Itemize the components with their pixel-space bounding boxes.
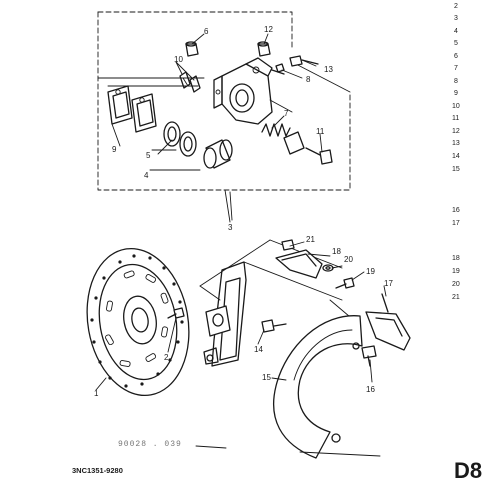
- boot-cap: [257, 41, 271, 57]
- ref-number: 17: [452, 220, 460, 227]
- leader-lines: [95, 33, 387, 391]
- sleeve: [283, 131, 305, 155]
- pad-clips: [179, 71, 201, 93]
- piston: [149, 139, 233, 171]
- callout-2: 2: [164, 353, 169, 362]
- ref-number: 11: [452, 115, 459, 122]
- callout-20: 20: [344, 255, 353, 264]
- callout-12: 12: [264, 25, 273, 34]
- disc-cover: [272, 315, 363, 459]
- reference-number-column: 2 3 4 5 6 7 8 9 10 11 12 13 14 15 16 17 …: [452, 3, 460, 301]
- cover-bracket: [365, 293, 411, 351]
- ref-number: 10: [452, 103, 460, 110]
- callout-8: 8: [306, 75, 311, 84]
- disc-cutouts: [105, 270, 169, 367]
- ref-number: 13: [452, 140, 460, 147]
- spring: [261, 123, 291, 137]
- ref-number: 7: [454, 65, 458, 72]
- callout-21: 21: [306, 235, 315, 244]
- callout-4: 4: [144, 171, 149, 180]
- ref-number: 21: [452, 294, 460, 301]
- callout-6: 6: [204, 27, 209, 36]
- fork-leg: [203, 261, 247, 367]
- bleed-screw: [271, 63, 285, 75]
- washer-20: [322, 264, 334, 272]
- ref-number: 18: [452, 255, 460, 262]
- ref-number: 9: [454, 90, 458, 97]
- ref-number: 15: [452, 166, 460, 173]
- callout-9: 9: [112, 145, 117, 154]
- callout-11: 11: [316, 127, 325, 136]
- part-code: 3NC1351-9280: [72, 466, 123, 475]
- cover-bolt: [361, 345, 377, 367]
- callout-15: 15: [262, 373, 271, 382]
- ref-number: 3: [454, 15, 458, 22]
- callout-7: 7: [284, 109, 289, 118]
- ref-number: 5: [454, 40, 458, 47]
- ref-number: 14: [452, 153, 460, 160]
- nut-21: [281, 239, 295, 251]
- caliper-bolt-13: [289, 55, 319, 67]
- ref-number: 2: [454, 3, 458, 10]
- ref-number: 20: [452, 281, 460, 288]
- callout-19: 19: [366, 267, 375, 276]
- ref-number: 8: [454, 78, 458, 85]
- callout-labels: 1 2 3 4 5 6 7 8 9 10 11 12 13 14 15 16 1…: [94, 25, 393, 398]
- callout-3: 3: [228, 223, 233, 232]
- callout-10: 10: [174, 55, 183, 64]
- caliper-assembly-frame: [97, 11, 351, 223]
- ref-number: 16: [452, 207, 460, 214]
- ref-number: 4: [454, 28, 458, 35]
- callout-1: 1: [94, 389, 99, 398]
- brake-pads: [97, 77, 205, 133]
- ref-number: 6: [454, 53, 458, 60]
- disc-vent-holes: [90, 254, 184, 388]
- callout-13: 13: [324, 65, 333, 74]
- screw-19: [335, 277, 355, 289]
- callout-18: 18: [332, 247, 341, 256]
- callout-14: 14: [254, 345, 263, 354]
- caliper-bolt-11: [305, 147, 333, 165]
- disc-bolt: [167, 307, 185, 319]
- callout-16: 16: [366, 385, 375, 394]
- ref-number: 12: [452, 128, 460, 135]
- callout-17: 17: [384, 279, 393, 288]
- brake-disc: [86, 247, 190, 397]
- hose-guide: [275, 249, 323, 279]
- page-tag: D8: [454, 458, 482, 483]
- callout-5: 5: [146, 151, 151, 160]
- faint-part-text: 90028 . 039: [118, 440, 182, 449]
- caliper-body: [213, 57, 293, 125]
- piston-seals: [151, 121, 197, 157]
- footer: 90028 . 039 3NC1351-9280 D8: [72, 440, 482, 483]
- ref-number: 19: [452, 268, 460, 275]
- bracket-bolt: [261, 319, 287, 333]
